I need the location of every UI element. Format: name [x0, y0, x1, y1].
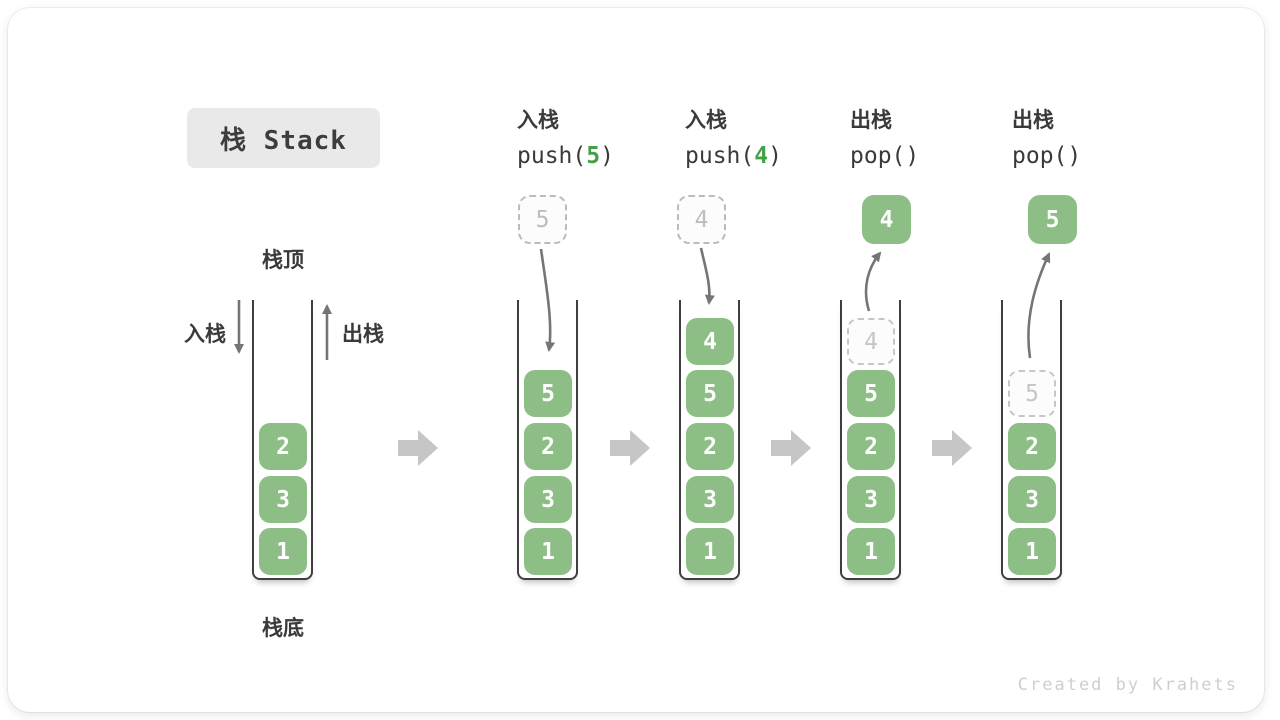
- stack-item: 1: [847, 528, 895, 575]
- stack-item: 1: [259, 528, 307, 575]
- stack-item: 5: [847, 370, 895, 417]
- stack-item: 1: [1008, 528, 1056, 575]
- stack-item: 1: [686, 528, 734, 575]
- code-text: pop(: [850, 143, 906, 169]
- popped-element: 4: [862, 195, 911, 244]
- code-arg: 4: [754, 143, 769, 169]
- stack-item: 3: [259, 476, 307, 523]
- step2-label: 入栈 push(4): [685, 104, 782, 169]
- step4-code-label: pop(): [1012, 143, 1081, 169]
- stack-item: 3: [524, 476, 572, 523]
- stack-item: 2: [847, 423, 895, 470]
- stack-item: 3: [1008, 476, 1056, 523]
- step1-op-label: 入栈: [517, 109, 559, 132]
- step1-code-label: push(5): [517, 143, 614, 169]
- code-text: ): [905, 143, 920, 169]
- code-text: pop(: [1012, 143, 1068, 169]
- stack-item: 3: [686, 476, 734, 523]
- credit-watermark: Created by Krahets: [1017, 675, 1238, 695]
- stack-bottom-label: 栈底: [262, 617, 304, 640]
- stack-item: 4: [686, 318, 734, 365]
- stack-item: 1: [524, 528, 572, 575]
- step3-label: 出栈 pop(): [850, 104, 919, 169]
- popped-element: 5: [1028, 195, 1077, 244]
- incoming-element: 5: [518, 195, 567, 244]
- stack-item: 2: [686, 423, 734, 470]
- step1-label: 入栈 push(5): [517, 104, 614, 169]
- ghost-item: 5: [1008, 370, 1056, 417]
- code-arg: 5: [586, 143, 601, 169]
- pop-direction-label: 出栈: [342, 323, 384, 346]
- code-text: ): [600, 143, 614, 169]
- incoming-element: 4: [677, 195, 726, 244]
- code-text: ): [1067, 143, 1082, 169]
- step4-label: 出栈 pop(): [1012, 104, 1081, 169]
- ghost-item: 4: [847, 318, 895, 365]
- code-text: ): [768, 143, 782, 169]
- step4-op-label: 出栈: [1012, 109, 1054, 132]
- stack-item: 5: [524, 370, 572, 417]
- step3-op-label: 出栈: [850, 109, 892, 132]
- stack-item: 5: [686, 370, 734, 417]
- step2-code-label: push(4): [685, 143, 782, 169]
- code-text: push(: [517, 143, 587, 169]
- stack-item: 2: [524, 423, 572, 470]
- stack-top-label: 栈顶: [262, 249, 304, 272]
- stack-item: 3: [847, 476, 895, 523]
- step2-op-label: 入栈: [685, 109, 727, 132]
- stack-item: 2: [259, 423, 307, 470]
- code-text: push(: [685, 143, 755, 169]
- title-badge: 栈 Stack: [187, 108, 380, 168]
- step3-code-label: pop(): [850, 143, 919, 169]
- stack-item: 2: [1008, 423, 1056, 470]
- push-direction-label: 入栈: [184, 323, 226, 346]
